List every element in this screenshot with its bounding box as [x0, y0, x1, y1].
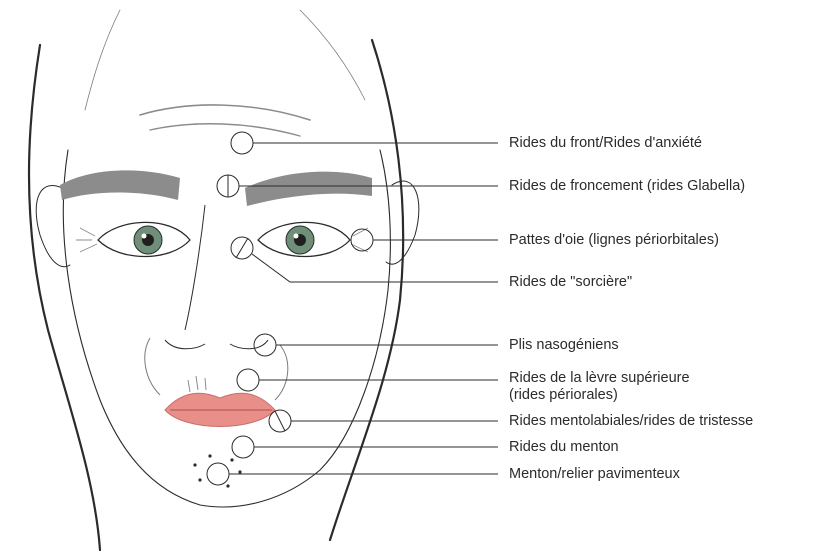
label-front: Rides du front/Rides d'anxiété	[509, 135, 702, 152]
callout-plis	[254, 334, 498, 356]
hair-right-outline	[330, 40, 403, 540]
label-levre-sub: (rides périorales)	[509, 387, 690, 404]
callout-pavimenteux	[207, 463, 498, 485]
chin-dots	[193, 454, 241, 487]
label-sorciere: Rides de "sorcière"	[509, 274, 632, 291]
label-froncement: Rides de froncement (rides Glabella)	[509, 178, 745, 195]
callout-pattes	[351, 229, 498, 251]
label-levre: Rides de la lèvre supérieure (rides péri…	[509, 370, 690, 404]
hair-left-outline	[29, 45, 100, 550]
eyebrow-right	[245, 172, 372, 206]
callout-mentolabiales	[269, 410, 498, 432]
label-pavimenteux: Menton/relier pavimenteux	[509, 466, 680, 483]
perioral-lines	[188, 376, 206, 392]
label-mentolabiales: Rides mentolabiales/rides de tristesse	[509, 413, 753, 430]
label-plis: Plis nasogéniens	[509, 337, 619, 354]
forehead-line-2	[150, 124, 300, 136]
label-pattes: Pattes d'oie (lignes périorbitales)	[509, 232, 719, 249]
callout-levre	[237, 369, 498, 391]
hairline	[85, 10, 365, 110]
label-levre-main: Rides de la lèvre supérieure	[509, 370, 690, 386]
label-menton: Rides du menton	[509, 439, 619, 456]
face-outline	[63, 150, 390, 507]
forehead-line-1	[140, 105, 310, 120]
eye-left	[76, 222, 190, 256]
eyebrow-left	[60, 170, 180, 200]
callout-front	[231, 132, 498, 154]
